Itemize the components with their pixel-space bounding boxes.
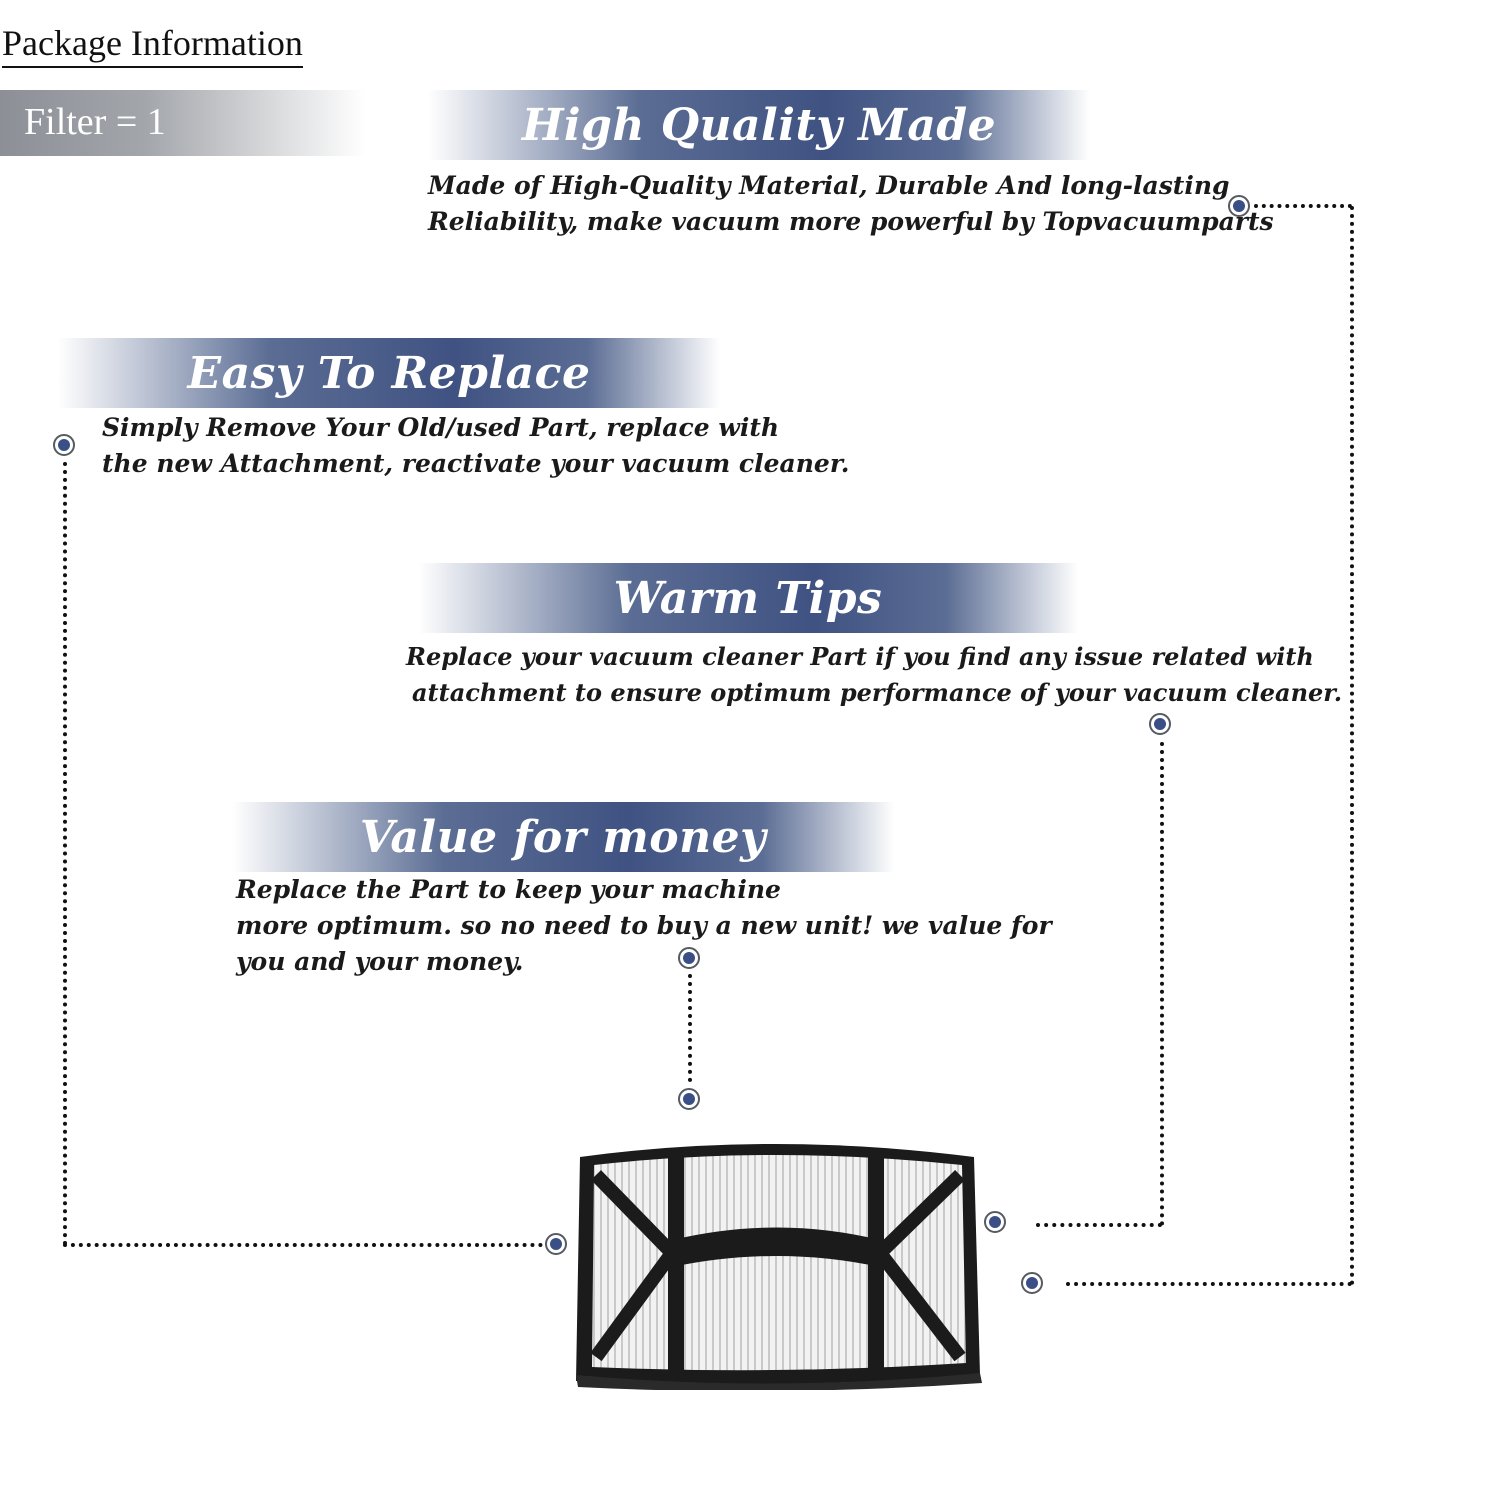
high-quality-description: Made of High-Quality Material, Durable A… xyxy=(428,168,1274,240)
connector-line xyxy=(1350,206,1354,1286)
high-quality-heading-bar: High Quality Made xyxy=(428,90,1090,160)
connector-line xyxy=(1160,742,1164,1226)
high-quality-line-1: Made of High-Quality Material, Durable A… xyxy=(428,171,1230,200)
value-money-description: Replace the Part to keep your machine mo… xyxy=(236,872,1052,980)
easy-replace-heading: Easy To Replace xyxy=(187,347,591,399)
hepa-filter-icon xyxy=(576,1144,982,1390)
connector-dot-icon xyxy=(1021,1272,1043,1294)
value-money-line-1: Replace the Part to keep your machine xyxy=(236,875,781,904)
warm-tips-line-1: Replace your vacuum cleaner Part if you … xyxy=(406,642,1314,671)
high-quality-line-2: Reliability, make vacuum more powerful b… xyxy=(428,207,1274,236)
warm-tips-description: Replace your vacuum cleaner Part if you … xyxy=(406,639,1342,711)
package-bar xyxy=(0,90,365,156)
connector-dot-icon xyxy=(1228,195,1250,217)
value-money-line-2: more optimum. so no need to buy a new un… xyxy=(236,911,1052,940)
connector-dot-icon xyxy=(678,1088,700,1110)
connector-dot-icon xyxy=(545,1233,567,1255)
value-money-heading-bar: Value for money xyxy=(232,802,894,872)
connector-dot-icon xyxy=(678,947,700,969)
easy-replace-line-1: Simply Remove Your Old/used Part, replac… xyxy=(102,413,780,442)
value-money-heading: Value for money xyxy=(359,811,767,863)
package-title: Package Information xyxy=(2,23,303,68)
connector-line xyxy=(688,974,692,1082)
connector-line xyxy=(1036,1223,1162,1227)
connector-dot-icon xyxy=(1149,713,1171,735)
warm-tips-heading-bar: Warm Tips xyxy=(418,563,1078,633)
easy-replace-line-2: the new Attachment, reactivate your vacu… xyxy=(102,449,850,478)
connector-dot-icon xyxy=(53,434,75,456)
high-quality-heading: High Quality Made xyxy=(521,99,997,151)
warm-tips-line-2: attachment to ensure optimum performance… xyxy=(412,678,1343,707)
connector-dot-icon xyxy=(984,1211,1006,1233)
package-content: Filter = 1 xyxy=(24,101,166,143)
value-money-line-3: you and your money. xyxy=(236,947,524,976)
easy-replace-description: Simply Remove Your Old/used Part, replac… xyxy=(102,410,849,482)
easy-replace-heading-bar: Easy To Replace xyxy=(58,338,720,408)
connector-line xyxy=(63,462,67,1246)
connector-line xyxy=(1066,1282,1352,1286)
connector-line xyxy=(1254,204,1352,208)
connector-line xyxy=(63,1243,543,1247)
warm-tips-heading: Warm Tips xyxy=(613,572,883,624)
